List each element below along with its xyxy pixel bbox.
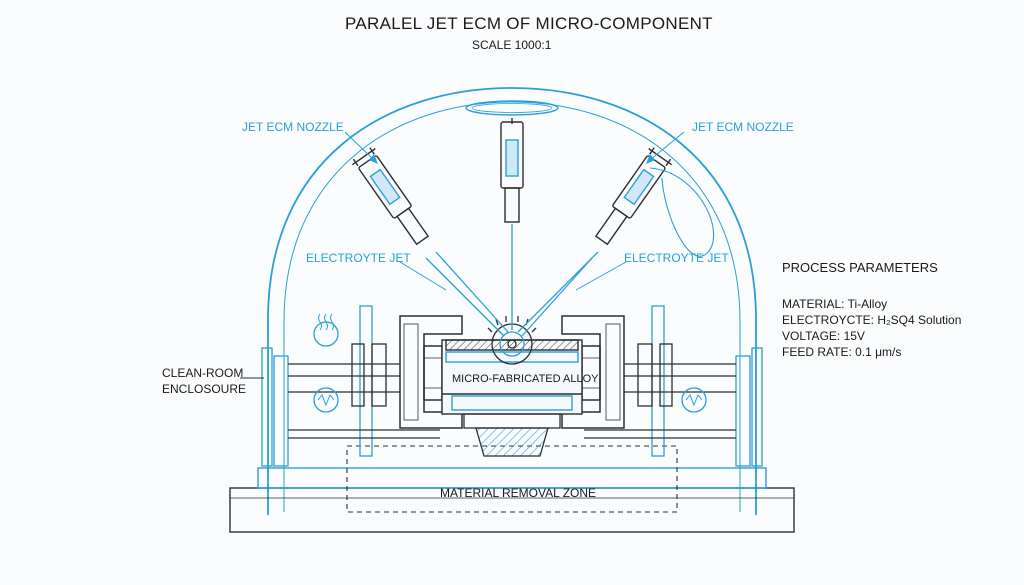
param-feed-rate: FEED RATE: 0.1 μm/s <box>782 345 902 359</box>
electrolyte-jets <box>425 224 599 337</box>
left-rail-assembly <box>261 305 440 467</box>
wave-icon-right <box>685 394 703 407</box>
workpiece-label: MICRO-FABRICATED ALLOY <box>452 373 599 385</box>
diagram-title: PARALEL JET ECM OF MICRO-COMPONENT <box>345 14 713 33</box>
param-material: MATERIAL: Ti-Alloy <box>782 297 888 311</box>
nozzle-label-left: JET ECM NOZZLE <box>242 120 344 134</box>
leader-lines <box>344 131 685 291</box>
enclosure-label-line1: CLEAN-ROOM <box>162 366 244 380</box>
enclosure-label-line2: ENCLOSOURE <box>162 382 247 396</box>
nozzle-left <box>351 147 430 246</box>
param-voltage: VOLTAGE: 15V <box>782 329 865 343</box>
leader-arrows <box>369 154 655 164</box>
nozzle-label-right: JET ECM NOZZLE <box>692 120 794 134</box>
removal-zone-label: MATERIAL REMOVAL ZONE <box>440 486 597 500</box>
nozzle-center <box>500 118 524 223</box>
wave-icon <box>317 394 335 407</box>
heat-icon <box>318 313 334 331</box>
jet-label-right: ELECTROYTE JET <box>624 251 729 265</box>
fixture-block <box>463 413 561 457</box>
cleanroom-dome <box>267 87 757 515</box>
param-electrolyte: ELECTROYCTE: H₂SQ4 Solution <box>782 313 962 327</box>
nozzle-right <box>594 147 673 246</box>
jet-label-left: ELECTROYTE JET <box>306 251 411 265</box>
halo-ring <box>465 100 559 116</box>
params-list: MATERIAL: Ti-Alloy ELECTROYCTE: H₂SQ4 So… <box>782 296 961 360</box>
base-plate <box>229 467 795 533</box>
workpiece-block <box>441 339 583 415</box>
scale-label: SCALE 1000:1 <box>472 38 552 52</box>
right-rail-assembly <box>584 305 763 467</box>
params-heading: PROCESS PARAMETERS <box>782 260 938 275</box>
nozzle-cable <box>649 167 715 257</box>
